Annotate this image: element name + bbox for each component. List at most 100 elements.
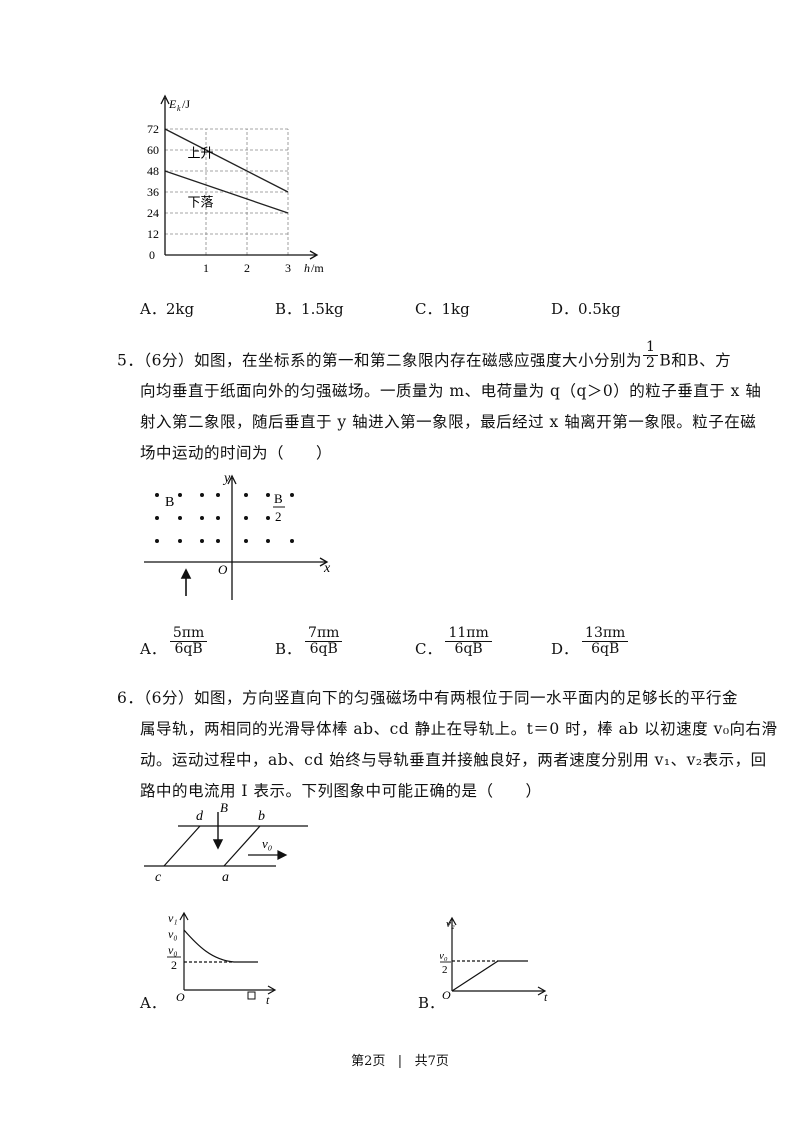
y-axis-unit: /J [182,97,190,111]
x-tick-2: 2 [244,261,250,275]
field-dot-19 [290,493,294,497]
page-footer: 第2页 | 共7页 [351,1054,449,1069]
field-dots [155,493,294,543]
q4-option-b[interactable]: B．1.5kg [275,300,344,318]
label-v0: v₀ [262,836,272,851]
q6-line-3: 动。运动过程中，ab、cd 始终与导轨垂直并接触良好，两者速度分别用 v₁、v₂… [140,751,767,769]
svg-text:O: O [442,988,451,1002]
y-axis-arrow [160,94,170,105]
q4-option-c[interactable]: C．1kg [415,300,470,318]
x-axis-arrow [309,250,319,260]
x-axis-label: h [304,261,310,275]
svg-text:v₁: v₁ [168,911,178,925]
series-line-0 [164,128,289,193]
field-dot-16 [266,539,270,543]
field-dot-7 [200,516,204,520]
field-dot-5 [155,516,159,520]
x-tick-1: 1 [203,261,209,275]
q5-b-right-num: B [274,491,283,506]
chart-axes [160,94,319,260]
q5-field-figure: y x O B B 2 [144,471,331,600]
y-axis-label-sub: k [177,104,181,113]
q6-line-4: 路中的电流用 I 表示。下列图象中可能正确的是（ ） [140,782,542,800]
q6-option-a[interactable]: A． [140,994,166,1012]
y-tick-12: 12 [147,227,159,241]
field-dot-10 [266,516,270,520]
curve-v1 [183,929,258,963]
q5-line-2: 向均垂直于纸面向外的匀强磁场。一质量为 m、电荷量为 q（q＞0）的粒子垂直于 … [140,382,762,400]
svg-text:2: 2 [442,964,448,976]
field-dot-2 [216,493,220,497]
y-tick-48: 48 [147,164,159,178]
y-tick-60: 60 [147,143,159,157]
x-tick-3: 3 [285,261,291,275]
label-d: d [196,809,204,824]
svg-text:t: t [266,993,270,1007]
q6-rails-figure: d b B v₀ c a [144,800,308,885]
field-dot-18 [155,493,159,497]
field-dot-9 [244,516,248,520]
q6-line-2: 属导轨，两相同的光滑导体棒 ab、cd 静止在导轨上。t＝0 时，棒 ab 以初… [140,720,778,738]
label-B-field: B [220,800,228,815]
label-a: a [222,870,229,885]
svg-text:2: 2 [171,958,177,972]
q4-option-d[interactable]: D．0.5kg [551,300,621,318]
field-dot-15 [244,539,248,543]
series-label-0: 上升 [188,146,214,161]
svg-text:t: t [544,990,548,1003]
x-axis-unit: /m [311,261,324,275]
q6-graph-a[interactable]: v₁ v₀ v₀ 2 O t [162,908,287,1008]
q5-line-4: 场中运动的时间为（ ） [140,444,333,462]
field-dot-1 [200,493,204,497]
rod-cd [163,825,201,867]
b-field-arrow [212,812,224,850]
svg-text:v₀: v₀ [440,950,448,962]
y-tick-36: 36 [147,185,159,199]
field-dot-4 [266,493,270,497]
field-dot-11 [155,539,159,543]
field-dot-0 [178,493,182,497]
svg-text:v₀: v₀ [168,943,178,957]
svg-text:v₀: v₀ [168,927,178,941]
q5-origin-label: O [218,562,228,577]
origin-label: 0 [149,248,155,262]
y-tick-24: 24 [147,206,159,220]
y-tick-72: 72 [147,122,159,136]
q5-axes [144,474,329,600]
svg-text:v₂: v₂ [446,918,455,930]
curve-v2 [451,960,528,992]
q5-line-3: 射入第二象限，随后垂直于 y 轴进入第一象限，最后经过 x 轴离开第一象限。粒子… [140,413,757,431]
rod-ab [223,825,261,867]
q4-option-a[interactable]: A．2kg [140,300,195,318]
svg-text:O: O [176,990,185,1004]
field-dot-12 [178,539,182,543]
q5-b-left: B [165,495,174,510]
label-c: c [155,870,162,885]
q6-graph-b[interactable]: v₂ v₀ 2 O t [440,913,560,1003]
field-dot-14 [216,539,220,543]
series-line-1 [164,170,289,214]
q5-b-right-den: 2 [275,509,282,524]
field-dot-3 [244,493,248,497]
q6-option-b[interactable]: B． [418,994,445,1012]
series-label-1: 下落 [188,195,214,210]
y-axis-label: E [168,97,177,111]
field-dot-13 [200,539,204,543]
velocity-arrow [248,850,288,860]
chart-series [164,128,289,214]
particle-arrow [180,568,192,596]
field-dot-6 [178,516,182,520]
q5-y-label: y [222,471,231,486]
q5-x-label: x [323,561,331,576]
field-dot-17 [290,539,294,543]
label-b-rod: b [258,809,265,824]
field-dot-8 [216,516,220,520]
q6-line-1: 6．（6分）如图，方向竖直向下的匀强磁场中有两根位于同一水平面内的足够长的平行金 [117,689,738,707]
